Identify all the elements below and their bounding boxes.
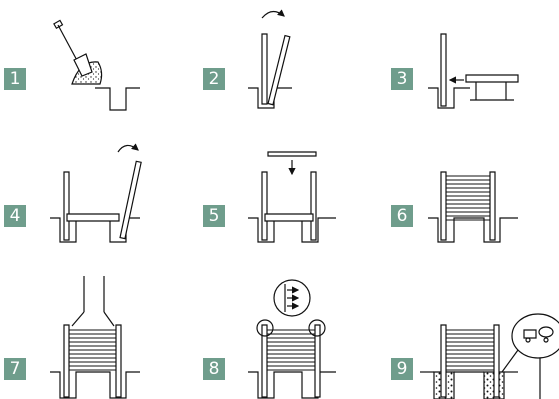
step-7-post-leveling-icon (50, 276, 140, 398)
step-badge-6: 6 (391, 205, 413, 227)
step-1-shovel-digging-icon (54, 20, 140, 110)
step-8-fastening-detail-icon (248, 280, 336, 398)
step-badge-5: 5 (203, 205, 225, 227)
step-badge-9: 9 (391, 358, 413, 380)
step-badge-2: 2 (203, 68, 225, 90)
step-5-panel-drop-icon (248, 152, 336, 242)
step-3-bottom-panel-slide-icon (428, 34, 518, 108)
step-4-second-post-insertion-icon (50, 143, 141, 242)
step-2-post-insertion-icon (248, 9, 292, 108)
step-9-concrete-pour-icon (420, 314, 559, 399)
step-badge-4: 4 (4, 205, 26, 227)
step-badge-1: 1 (4, 68, 26, 90)
step-badge-3: 3 (391, 68, 413, 90)
step-badge-8: 8 (203, 358, 225, 380)
step-badge-7: 7 (4, 358, 26, 380)
step-6-stacked-panels-icon (428, 172, 518, 242)
